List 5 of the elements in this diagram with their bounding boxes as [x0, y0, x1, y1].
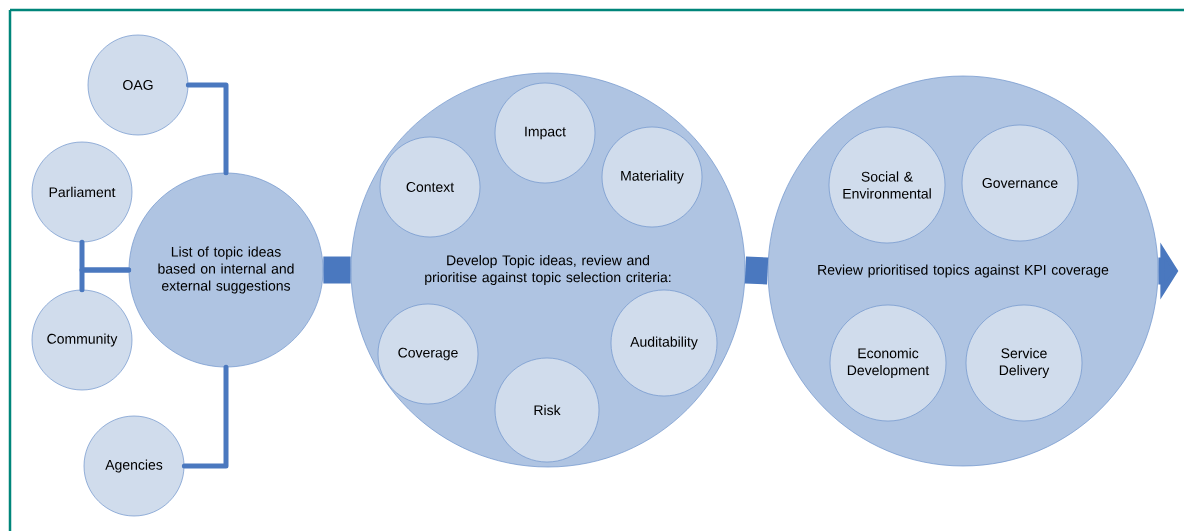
connector-line [185, 82, 229, 176]
connector-line [181, 364, 229, 469]
connector-bar [744, 256, 769, 285]
connector-bar [323, 256, 351, 284]
connector-line [79, 267, 132, 293]
